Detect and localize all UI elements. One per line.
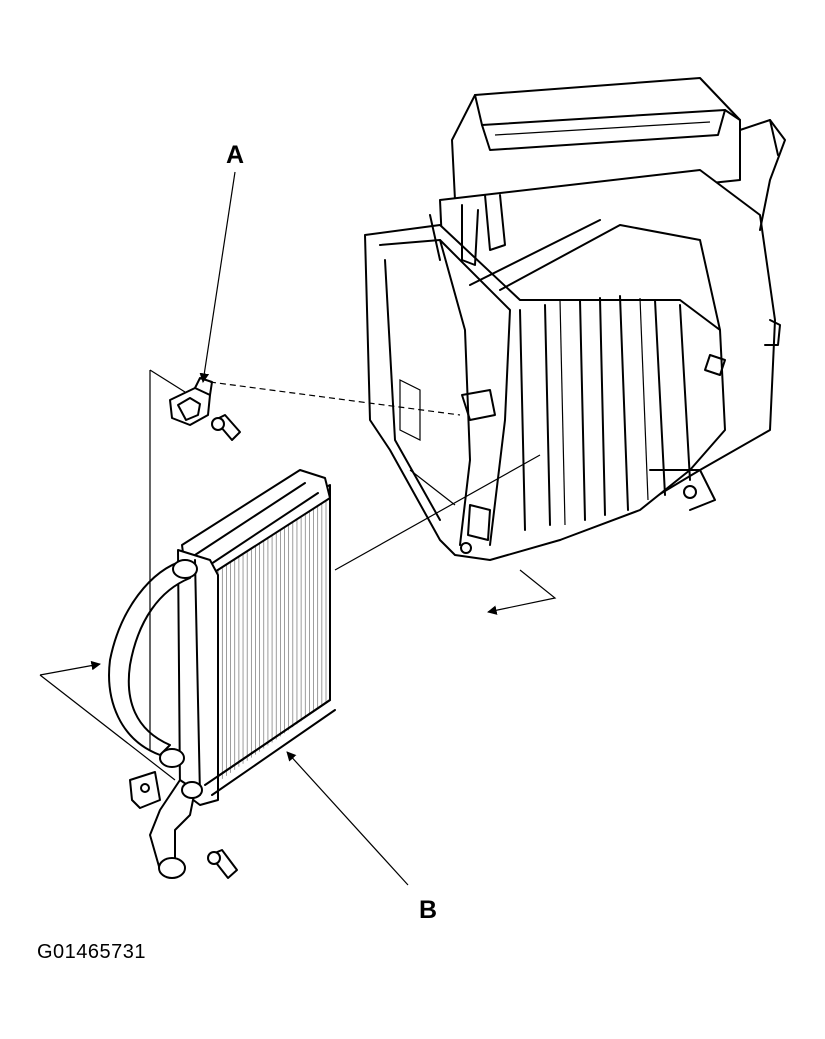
callout-label-b: B	[419, 896, 438, 924]
callout-a-leader	[199, 171, 236, 383]
callout-label-a: A	[226, 141, 245, 169]
figure-id: G01465731	[37, 941, 147, 963]
clip-a	[169, 377, 213, 426]
heater-core	[108, 469, 336, 879]
screw-bracket	[207, 849, 238, 879]
bracket	[129, 771, 161, 809]
callout-b-leader	[286, 751, 409, 886]
guide-lines	[39, 369, 557, 781]
heater-unit-housing	[364, 77, 786, 561]
screw-clip-a	[211, 414, 241, 441]
